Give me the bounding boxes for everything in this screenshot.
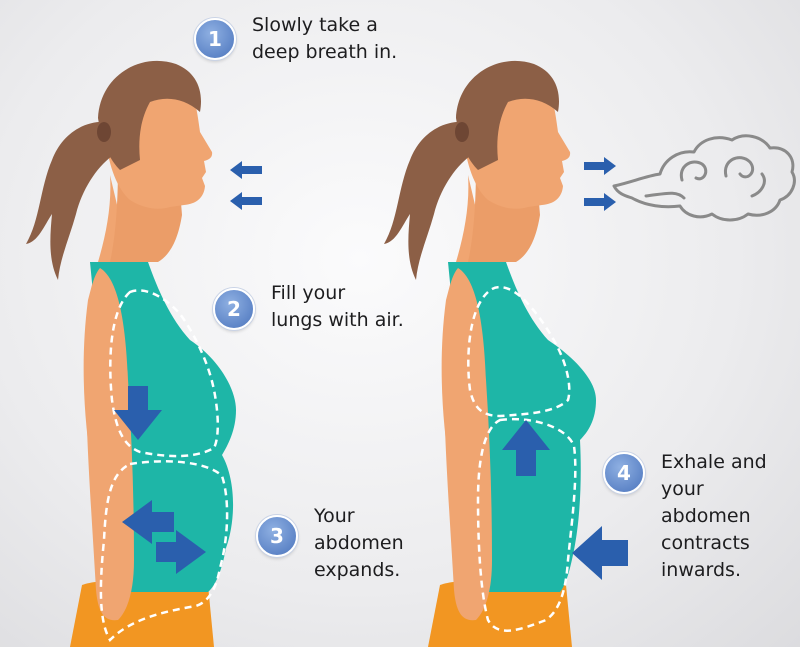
step-1: 1 Slowly take a deep breath in. [194, 14, 397, 66]
figure-exhale-hair-tie [455, 122, 469, 142]
inhale-arrow-icon [230, 161, 262, 179]
contract-arrow-icon [572, 526, 628, 580]
figure-inhale-hair-tie [97, 122, 111, 142]
up-arrow-icon [502, 420, 550, 476]
figure-exhale-hair [456, 60, 559, 170]
breath-cloud-icon [612, 134, 796, 222]
figure-inhale-ponytail [26, 121, 112, 280]
figure-inhale-abdomen-outline [99, 460, 229, 643]
expand-arrow-icon [122, 500, 174, 544]
step-4-text: Exhale and your abdomen contracts inward… [661, 451, 767, 581]
down-arrow-icon [114, 386, 162, 440]
figure-inhale [26, 60, 262, 647]
figure-inhale-hair [98, 60, 201, 170]
step-1-text: Slowly take a deep breath in. [252, 14, 398, 63]
figure-inhale-arm [86, 268, 134, 621]
inhale-arrow-icon [230, 192, 262, 210]
step-1-badge: 1 [194, 18, 236, 60]
figure-exhale-arm [444, 268, 492, 621]
step-2-text: Fill your lungs with air. [271, 282, 404, 331]
step-3-text: Your abdomen expands. [314, 505, 404, 581]
expand-arrow-icon [156, 530, 206, 574]
step-2-badge: 2 [213, 288, 255, 330]
step-4-badge: 4 [603, 452, 645, 494]
exhale-arrow-icon [584, 193, 616, 211]
step-2: 2 Fill your lungs with air. [213, 282, 404, 334]
exhale-arrow-icon [584, 157, 616, 175]
figure-exhale-ponytail [384, 121, 470, 280]
step-4: 4 Exhale and your abdomen contracts inwa… [603, 451, 767, 584]
figure-exhale-abdomen-outline [476, 417, 577, 632]
step-3: 3 Your abdomen expands. [256, 505, 404, 584]
figure-exhale-lung-outline [467, 285, 571, 418]
figure-exhale [384, 60, 796, 647]
step-3-badge: 3 [256, 515, 298, 557]
figure-inhale-lung-outline [109, 289, 219, 458]
